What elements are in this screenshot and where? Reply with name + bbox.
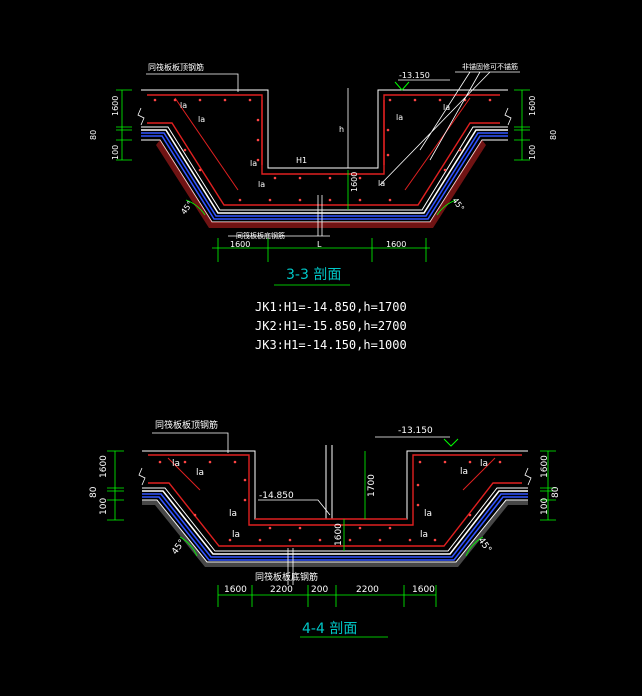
section-3-3-title: 3-3 剖面	[286, 267, 341, 283]
section-3-3-la-7: la	[396, 113, 403, 122]
section-3-3-label-bottom: 同筏板板底钢筋	[236, 231, 285, 240]
section-3-3-elevation-marker	[394, 81, 410, 91]
section-4-4-title: 4-4 剖面	[302, 621, 357, 637]
section-3-3-note-2: JK2:H1=-15.850,h=2700	[255, 319, 407, 333]
section-3-3-leaders	[146, 71, 520, 236]
section-4-4-leaders	[152, 432, 450, 585]
section-4-4-dim-right-100: 100	[540, 498, 550, 515]
section-3-3-waterproof-layers	[141, 129, 508, 220]
section-3-3-break-marks	[137, 107, 512, 126]
section-3-3-h1-label: H1	[296, 156, 307, 165]
section-3-3-la-3: la	[250, 159, 257, 168]
section-3-3-concrete-fill	[156, 140, 486, 228]
section-3-3-dim-bottom-3: 1600	[386, 240, 406, 249]
section-3-3-dim-mid-1600: 1600	[350, 172, 359, 192]
section-4-4-la-7: la	[420, 530, 428, 540]
section-4-4-angle-right: 45°	[476, 536, 493, 555]
section-3-3-angle-right: 45°	[450, 196, 466, 213]
section-4-4-dim-bottom-2: 2200	[270, 585, 293, 595]
section-4-4-dim-right-1600: 1600	[540, 455, 550, 478]
section-4-4-elevation-pit: -14.850	[259, 491, 294, 501]
section-3-3-note-3: JK3:H1=-14.150,h=1000	[255, 338, 407, 352]
section-4-4-label-bottom: 同筏板板底钢筋	[255, 571, 318, 583]
section-3-3-dim-left-1600: 1600	[111, 96, 120, 116]
section-4-4-dim-bottom-5: 1600	[412, 585, 435, 595]
section-4-4-dim-bottom-4: 2200	[356, 585, 379, 595]
section-4-4-dimensions	[107, 450, 556, 638]
section-4-4-la-5: la	[424, 509, 432, 519]
section-4-4-waterproof-layers	[142, 490, 528, 561]
section-4-4-dim-left-80: 80	[89, 486, 99, 498]
section-3-3-la-5: la	[378, 179, 385, 188]
section-4-4-dim-left-1600: 1600	[99, 455, 109, 478]
section-3-3-dim-right-80: 80	[549, 130, 558, 140]
section-3-3-dim-bottom-2: L	[317, 240, 322, 249]
section-4-4-rebar	[148, 454, 522, 547]
section-4-4-la-2: la	[196, 468, 204, 478]
section-3-3-la-1: la	[180, 101, 187, 110]
section-4-4-la-3: la	[229, 509, 237, 519]
section-4-4-dim-bottom-3: 200	[311, 585, 328, 595]
section-3-3-h-symbol: h	[339, 125, 344, 134]
section-4-4-dim-left-100: 100	[99, 498, 109, 515]
section-3-3-dim-right-1600: 1600	[528, 96, 537, 116]
section-4-4-dim-right-80: 80	[551, 486, 561, 498]
section-4-4-dim-mid-1600: 1600	[334, 523, 344, 546]
section-3-3: 同筏板板顶钢筋 -13.150 非锚固修可不锚筋 h H1 la la la l…	[89, 62, 558, 352]
section-3-3-dimensions	[116, 89, 530, 286]
section-3-3-note-1: JK1:H1=-14.850,h=1700	[255, 300, 407, 314]
section-3-3-la-2: la	[198, 115, 205, 124]
section-3-3-rebar	[147, 94, 500, 206]
section-4-4-label-top-left: 同筏板板顶钢筋	[155, 419, 218, 431]
section-4-4-la-8: la	[480, 459, 488, 469]
section-3-3-dim-bottom-1: 1600	[230, 240, 250, 249]
section-4-4: 同筏板板顶钢筋 -13.150 -14.850 1700 1600 la la …	[89, 419, 561, 638]
section-4-4-la-6: la	[460, 467, 468, 477]
section-4-4-dim-1700: 1700	[367, 474, 377, 497]
section-4-4-dim-bottom-1: 1600	[224, 585, 247, 595]
section-4-4-elevation-top: -13.150	[398, 426, 433, 436]
section-4-4-elevation-marker	[443, 438, 459, 447]
section-3-3-la-4: la	[258, 180, 265, 189]
section-3-3-dim-left-80: 80	[89, 130, 98, 140]
section-4-4-break-marks	[138, 467, 532, 486]
section-3-3-label-top-left: 同筏板板顶钢筋	[148, 62, 204, 72]
section-3-3-la-6: la	[443, 103, 450, 112]
section-3-3-dim-right-100: 100	[528, 145, 537, 160]
section-3-3-dim-left-100: 100	[111, 145, 120, 160]
section-3-3-rebar-dots	[153, 98, 492, 202]
section-3-3-elevation-top: -13.150	[399, 71, 430, 80]
section-3-3-label-right-note: 非锚固修可不锚筋	[462, 62, 518, 71]
section-4-4-la-4: la	[232, 530, 240, 540]
section-4-4-la-1: la	[172, 459, 180, 469]
section-4-4-rebar-dots	[158, 460, 502, 542]
